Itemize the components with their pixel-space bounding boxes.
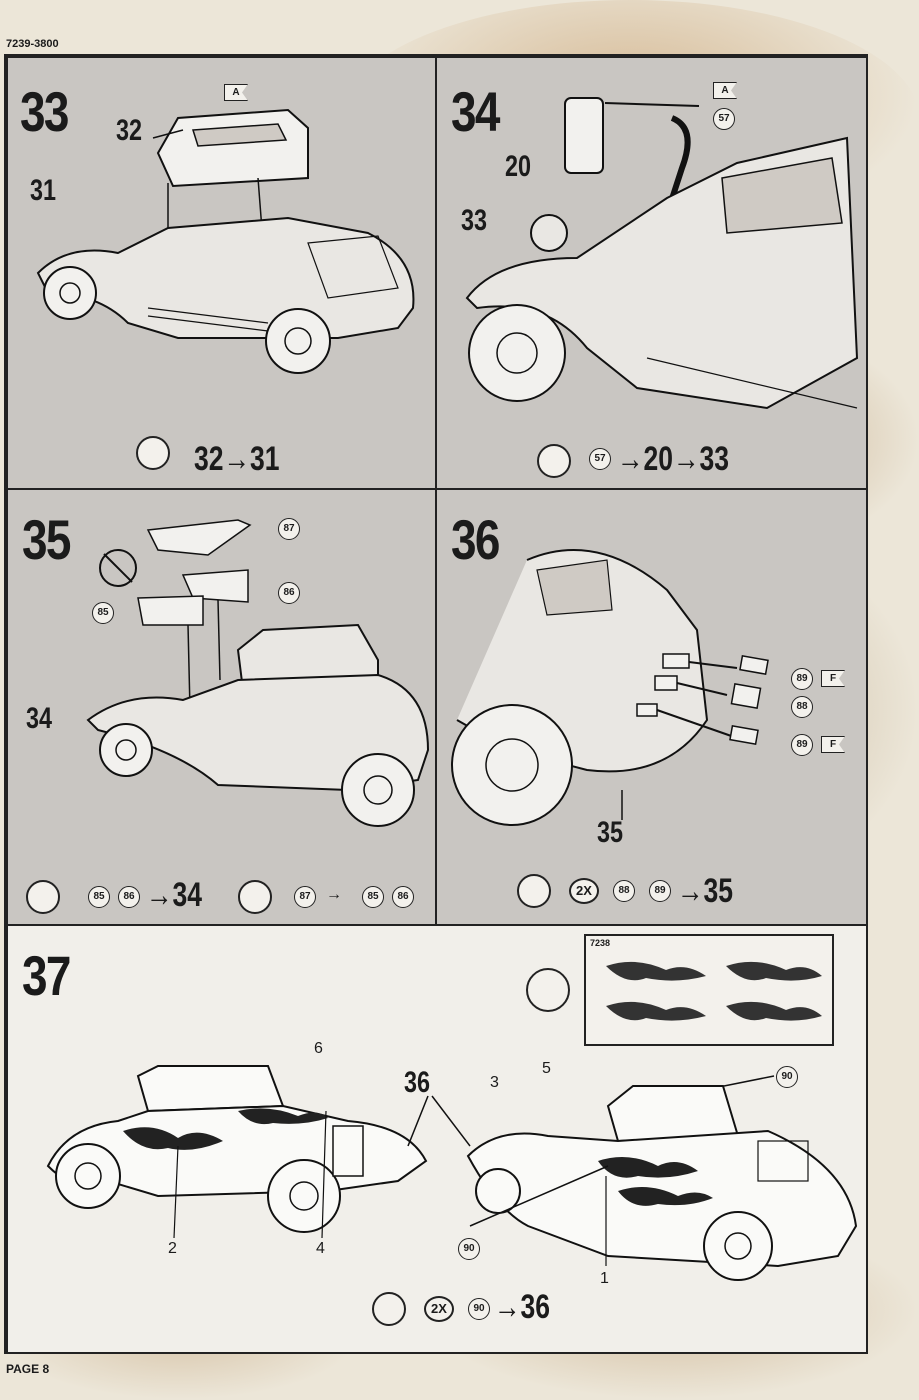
arrow-icon: →	[617, 440, 644, 478]
arrow-icon: →	[673, 440, 700, 478]
part-85-circle: 85	[362, 886, 384, 908]
step-number: 35	[22, 508, 71, 571]
callout-5: 5	[542, 1060, 551, 1077]
instruction-34: →20→33	[617, 442, 729, 476]
multiplier: 2X	[569, 878, 599, 904]
part-code: 7239-3800	[6, 38, 59, 50]
part-57-circle: 57	[713, 108, 735, 130]
step-number: 36	[451, 508, 500, 571]
callout-1: 1	[600, 1270, 609, 1287]
part-85-circle: 85	[92, 602, 114, 624]
part-89-circle: 89	[649, 880, 671, 902]
part-89-circle: 89	[791, 734, 813, 756]
flame-decals	[606, 961, 822, 1021]
arrow-icon: →	[223, 440, 251, 478]
arrow-icon: →	[677, 872, 704, 910]
car-illustration-34	[465, 97, 859, 410]
part-87-circle: 87	[278, 518, 300, 540]
glue-icon	[537, 444, 571, 478]
instr-to: 34	[172, 876, 203, 914]
instr-to: 36	[520, 1288, 551, 1326]
arrow-icon: →	[146, 876, 173, 914]
paint-57-circle: 57	[589, 448, 611, 470]
car-illustration-33	[36, 108, 415, 374]
instruction-37: →36	[494, 1290, 550, 1324]
callout-3: 3	[490, 1074, 499, 1091]
part-88-circle: 88	[613, 880, 635, 902]
instr-to: 31	[250, 440, 280, 478]
glue-icon	[372, 1292, 406, 1326]
part-86-circle: 86	[118, 886, 140, 908]
part-86-circle: 86	[278, 582, 300, 604]
part-90-circle: 90	[776, 1066, 798, 1088]
part-89-circle: 89	[791, 668, 813, 690]
instruction-33: 32→31	[194, 442, 280, 476]
no-glue-icon	[238, 880, 272, 914]
instruction-36: →35	[677, 874, 733, 908]
part-31-label: 31	[30, 174, 57, 207]
callout-36: 36	[404, 1066, 431, 1099]
step-37-panel: 37 7238 36 6 2 4 3 5 1 90 90	[6, 924, 868, 1354]
callout-2: 2	[168, 1240, 177, 1257]
part-35-label: 35	[597, 816, 624, 849]
glue-icon	[136, 436, 170, 470]
arrow-icon: →	[494, 1288, 521, 1326]
step-35-panel: 35 34 87 86 85 85 86 →34 87 → 85 86	[6, 488, 437, 926]
page-label: PAGE 8	[6, 1362, 50, 1376]
car-illustrations-37	[46, 1065, 858, 1281]
part-34-label: 34	[26, 702, 53, 735]
part-20-label: 20	[505, 150, 532, 183]
part-87-circle: 87	[294, 886, 316, 908]
instr-b: 33	[699, 440, 730, 478]
decal-code: 7238	[590, 938, 611, 948]
step-34-panel: 34 20 33 A 57 57 →20→33	[435, 56, 868, 490]
part-88-circle: 88	[791, 696, 813, 718]
step-number: 34	[451, 80, 500, 143]
instr-to: 35	[703, 872, 734, 910]
part-32-label: 32	[116, 114, 143, 147]
callout-6: 6	[314, 1040, 323, 1057]
step-number: 37	[22, 944, 71, 1007]
part-90-circle: 90	[468, 1298, 490, 1320]
car-illustration-36	[451, 549, 769, 826]
no-glue-icon	[526, 968, 570, 1012]
car-illustration-35	[86, 519, 430, 827]
part-90-circle: 90	[458, 1238, 480, 1260]
part-33-label: 33	[461, 204, 488, 237]
arrow-icon: →	[326, 886, 342, 903]
instr-from: 32	[194, 440, 224, 478]
no-glue-icon	[26, 880, 60, 914]
step-36-panel: 36 35 89 F 88 89 F 2X 88 89 →35	[435, 488, 868, 926]
part-86-circle: 86	[392, 886, 414, 908]
step-33-panel: 33 32 31 A 32→31	[6, 56, 437, 490]
glue-icon	[517, 874, 551, 908]
multiplier: 2X	[424, 1296, 454, 1322]
decal-sheet: 7238	[584, 934, 834, 1046]
instruction-35a: →34	[146, 878, 202, 912]
instr-a: 20	[643, 440, 674, 478]
callout-4: 4	[316, 1240, 325, 1257]
step-number: 33	[20, 80, 69, 143]
part-85-circle: 85	[88, 886, 110, 908]
